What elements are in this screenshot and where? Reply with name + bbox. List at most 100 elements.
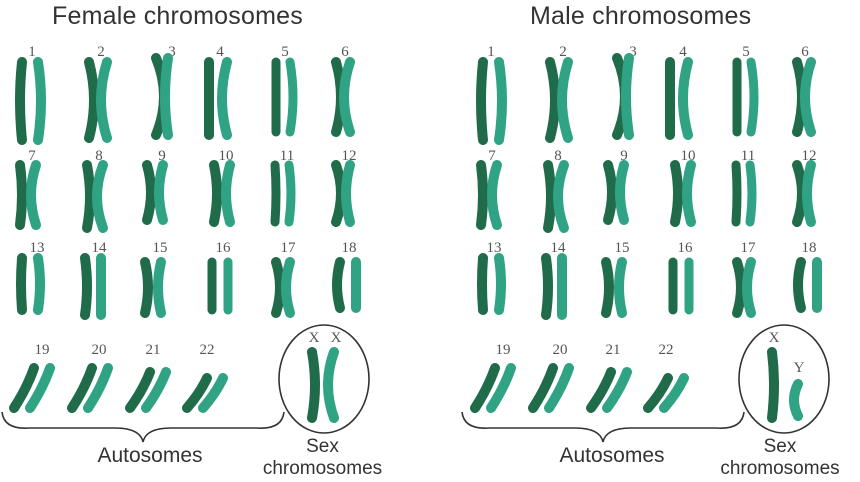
chromatid-light <box>494 57 507 145</box>
chromatid-dark <box>332 257 345 313</box>
chromatid-dark <box>16 253 27 315</box>
female-sex-letter-1: X <box>308 330 320 346</box>
chromatid-dark <box>182 373 212 413</box>
pair-label: 15 <box>614 240 630 256</box>
chromatid-dark <box>125 367 155 413</box>
chromatid-dark <box>140 257 153 318</box>
pair-label: 22 <box>658 342 674 358</box>
chromatid-dark <box>142 160 156 225</box>
pair-label: 6 <box>801 44 809 60</box>
chromosome-layer <box>9 53 822 423</box>
chromatid-dark <box>670 160 683 227</box>
pair-label: 12 <box>341 148 357 164</box>
chromatid-light <box>285 57 298 137</box>
female-autosomes-brace <box>1 411 285 443</box>
chromatid-light <box>557 57 573 143</box>
chromatid-light <box>153 257 166 318</box>
chromatid-light <box>544 363 574 413</box>
chromatid-light <box>742 257 756 318</box>
chromatid-dark <box>545 57 560 143</box>
pair-label: 17 <box>280 240 296 256</box>
chromatid-dark <box>476 57 488 145</box>
chromatid-dark <box>476 160 488 230</box>
pair-label: 8 <box>95 148 103 164</box>
pair-label: 2 <box>559 44 567 60</box>
pair-label: 1 <box>28 44 36 60</box>
chromatid-dark <box>643 373 673 413</box>
female-sex-chromosomes-label: Sex chromosomes <box>240 436 405 480</box>
chromatid-light <box>83 363 113 413</box>
female-sex-letter-2: X <box>330 330 342 346</box>
pair-label: 7 <box>28 148 36 164</box>
chromatid-light <box>659 373 689 413</box>
pair-label: 16 <box>215 240 231 256</box>
chromatid-dark <box>67 363 97 413</box>
chromatid-dark <box>586 367 616 413</box>
chromatid-dark <box>470 363 500 413</box>
chromatid-light <box>217 57 232 140</box>
chromatid-dark <box>84 57 99 143</box>
pair-label: 9 <box>620 148 628 164</box>
pair-label: 12 <box>801 148 817 164</box>
chromatid-dark <box>80 253 92 320</box>
pair-label: 20 <box>91 342 107 358</box>
chromatid-light <box>746 57 759 137</box>
chromatid-dark <box>270 160 281 227</box>
chromatid-dark <box>603 160 617 225</box>
pair-label: 8 <box>554 148 562 164</box>
chromatid-light <box>96 57 112 143</box>
chromatid-dark <box>767 347 779 423</box>
chromatid-dark <box>307 347 320 423</box>
chromatid-dark <box>528 363 558 413</box>
pair-label: 6 <box>341 44 349 60</box>
male-sex-chromosomes-label: Sex chromosomes <box>700 436 860 480</box>
pair-label: 7 <box>488 148 496 164</box>
chromatid-light <box>281 257 295 318</box>
chromatid-light <box>682 160 696 227</box>
pair-label: 14 <box>91 240 107 256</box>
sex-label-line1: Sex <box>763 436 797 457</box>
female-sex-chromosome-circle <box>278 324 370 434</box>
chromatid-light <box>802 160 816 227</box>
pair-label: 16 <box>677 240 693 256</box>
pair-label: 1 <box>487 44 495 60</box>
chromatid-light <box>789 379 803 421</box>
chromatid-dark <box>331 160 346 227</box>
chromatid-dark <box>271 257 285 318</box>
pair-label: 4 <box>216 44 224 60</box>
pair-label: 11 <box>279 148 295 164</box>
chromatid-light <box>198 373 228 413</box>
pair-label: 3 <box>168 44 176 60</box>
chromatid-light <box>745 160 757 227</box>
pair-label: 14 <box>550 240 566 256</box>
chromatid-light <box>92 160 108 233</box>
chromatid-light <box>26 160 41 230</box>
chromatid-light <box>621 53 634 140</box>
pair-label: 9 <box>158 148 166 164</box>
chromatid-light <box>323 347 339 423</box>
pair-label: 10 <box>218 148 234 164</box>
chromatid-light <box>602 367 632 413</box>
chromatid-light <box>487 160 502 230</box>
pair-label: 21 <box>145 342 161 358</box>
sex-label-line1: Sex <box>306 436 339 457</box>
chromatid-light <box>800 57 816 137</box>
pair-label: 4 <box>679 44 687 60</box>
pair-label: 11 <box>740 148 756 164</box>
chromatid-dark <box>9 363 39 413</box>
chromatid-dark <box>82 160 95 233</box>
chromatid-dark <box>601 257 614 318</box>
pair-label: 22 <box>199 342 215 358</box>
chromatid-dark <box>541 253 553 320</box>
chromatid-light <box>678 57 693 140</box>
pair-label: 5 <box>281 44 289 60</box>
female-panel-title: Female chromosomes <box>52 2 303 30</box>
chromatid-dark <box>15 160 27 230</box>
chromatid-dark <box>543 160 556 233</box>
chromatid-light <box>614 257 627 318</box>
sex-label-line2: chromosomes <box>720 458 840 479</box>
female-autosomes-label: Autosomes <box>97 444 203 467</box>
chromatid-light <box>486 363 516 413</box>
pair-label: 21 <box>605 342 621 358</box>
chromatid-light <box>25 363 55 413</box>
